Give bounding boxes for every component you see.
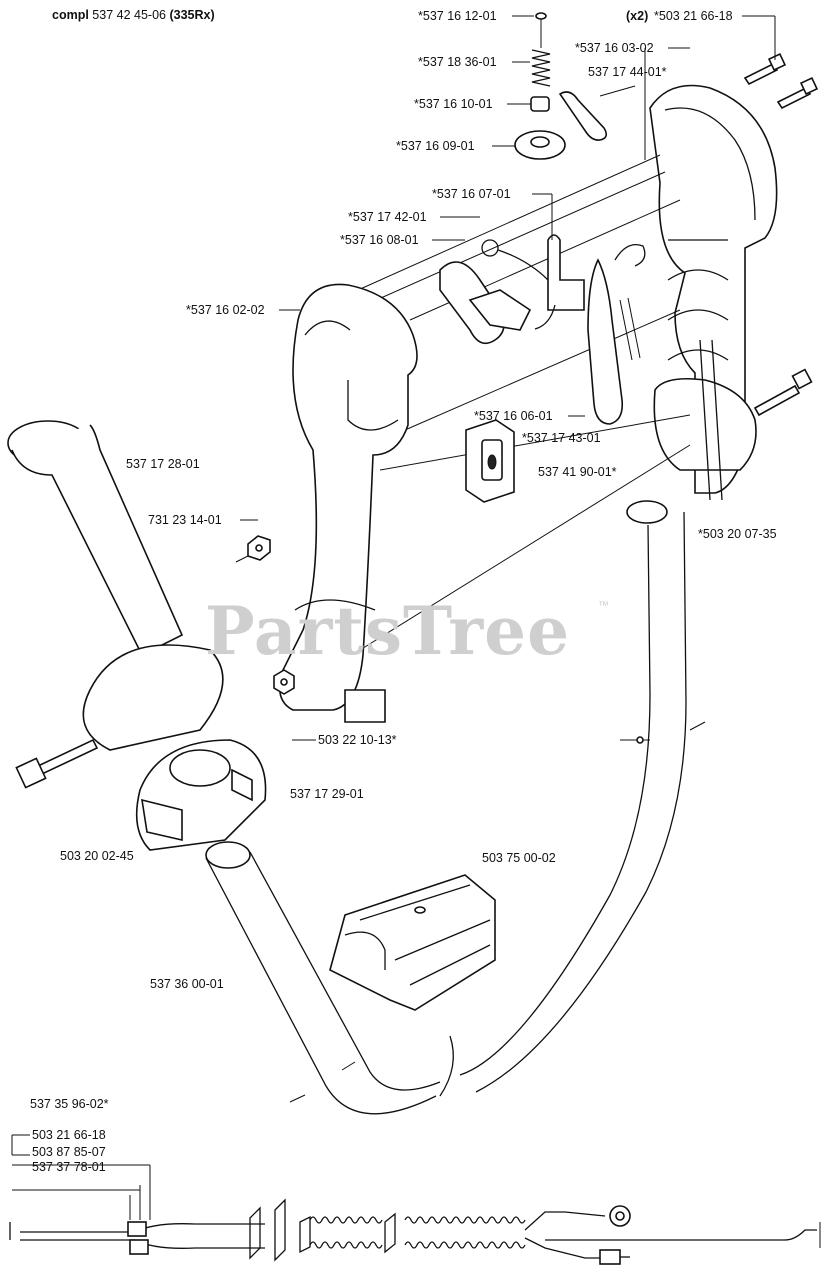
parts-tree-watermark: PartsTree <box>205 592 571 670</box>
bracket-503-75-00-02 <box>329 874 496 1011</box>
lever-537-16-07-01 <box>534 234 585 330</box>
part-label-537172901[interactable]: 537 17 29-01 <box>290 787 364 801</box>
assembly-model: (335Rx) <box>169 8 215 22</box>
handle-housing-left <box>278 283 418 723</box>
nut-503-22-10-13 <box>273 669 295 695</box>
throttle-trigger <box>587 243 646 425</box>
clamp-537-17-29-01 <box>135 739 267 851</box>
part-label-503200245[interactable]: 503 20 02-45 <box>60 849 134 863</box>
part-label-537160202[interactable]: *537 16 02-02 <box>186 303 265 317</box>
part-label-537377801[interactable]: 537 37 78-01 <box>32 1160 106 1174</box>
part-label-537161001[interactable]: *537 16 10-01 <box>414 97 493 111</box>
trademark-symbol: ™ <box>598 600 609 612</box>
screw-503-21-66-18-a <box>743 52 787 86</box>
grip-537-17-28-01 <box>7 420 224 751</box>
part-label-503750002[interactable]: 503 75 00-02 <box>482 851 556 865</box>
part-label-537160901[interactable]: *537 16 09-01 <box>396 139 475 153</box>
part-label-503200735[interactable]: *503 20 07-35 <box>698 527 777 541</box>
assembly-prefix: compl <box>52 8 89 22</box>
part-label-503216618-top[interactable]: *503 21 66-18 <box>654 9 733 23</box>
part-label-qty-x2: (x2) <box>626 9 649 23</box>
leader-lines <box>240 15 776 741</box>
part-label-537419001[interactable]: 537 41 90-01* <box>538 465 617 479</box>
handlebar-537-36-00-01 <box>205 500 706 1115</box>
switch-537-16-06-01 <box>465 419 515 503</box>
part-label-537172801[interactable]: 537 17 28-01 <box>126 457 200 471</box>
part-label-537161201[interactable]: *537 16 12-01 <box>418 9 497 23</box>
part-label-537160701[interactable]: *537 16 07-01 <box>432 187 511 201</box>
part-label-537174401[interactable]: 537 17 44-01* <box>588 65 667 79</box>
bolt-503-20-02-45 <box>15 738 99 789</box>
handle-housing-right <box>649 84 778 501</box>
part-label-537360001[interactable]: 537 36 00-01 <box>150 977 224 991</box>
lever-537-16-08-01 <box>439 261 532 345</box>
part-label-537160302[interactable]: *537 16 03-02 <box>575 41 654 55</box>
part-label-537160801[interactable]: *537 16 08-01 <box>340 233 419 247</box>
assembly-header: compl 537 42 45-06 (335Rx) <box>52 8 215 22</box>
link-537-17-44-01 <box>558 91 608 141</box>
part-label-537183601[interactable]: *537 18 36-01 <box>418 55 497 69</box>
screw-503-20-07-35 <box>753 368 813 417</box>
spring-537-17-42-01 <box>481 239 549 281</box>
spring-537-18-36-01 <box>531 49 551 87</box>
nut-731-23-14-01 <box>235 535 271 563</box>
part-label-731231401[interactable]: 731 23 14-01 <box>148 513 222 527</box>
part-label-537174201[interactable]: *537 17 42-01 <box>348 210 427 224</box>
assembly-number: 537 42 45-06 <box>92 8 166 22</box>
bushing-537-16-10-01 <box>530 96 550 112</box>
part-label-537174301[interactable]: *537 17 43-01 <box>522 431 601 445</box>
screw-503-21-66-18-b <box>776 76 819 110</box>
disc-537-16-09-01 <box>514 130 566 160</box>
part-label-503878507[interactable]: 503 87 85-07 <box>32 1145 106 1159</box>
wiring-harness <box>9 1134 821 1265</box>
bolt-537-16-12-01 <box>535 12 547 48</box>
part-label-503216618-bottom[interactable]: 503 21 66-18 <box>32 1128 106 1142</box>
part-label-537359602[interactable]: 537 35 96-02* <box>30 1097 109 1111</box>
part-label-503221013[interactable]: 503 22 10-13* <box>318 733 397 747</box>
part-label-537160601[interactable]: *537 16 06-01 <box>474 409 553 423</box>
